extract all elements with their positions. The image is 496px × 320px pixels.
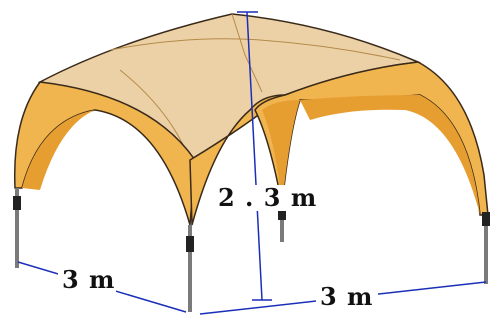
canopy-front-panel	[189, 94, 288, 226]
label-bg-height	[214, 185, 314, 211]
roof-seam	[231, 13, 263, 93]
width-left-label: 3 m	[62, 265, 115, 294]
strap-front	[186, 236, 194, 252]
label-bg-left	[58, 265, 116, 293]
width-right-label: 3 m	[320, 282, 373, 311]
strap-left	[13, 196, 21, 210]
height-dimension-line	[246, 11, 263, 301]
label-bg-right	[316, 282, 378, 310]
height-label: 2 . 3 m	[218, 183, 317, 212]
canopy-left-panel	[13, 81, 196, 226]
strap-right	[482, 212, 490, 226]
canopy-right-shade	[300, 95, 480, 215]
canopy-back-shade	[262, 100, 300, 205]
roof-seam	[109, 38, 401, 61]
canopy-left-shade	[22, 110, 95, 190]
strap-back	[278, 208, 286, 220]
